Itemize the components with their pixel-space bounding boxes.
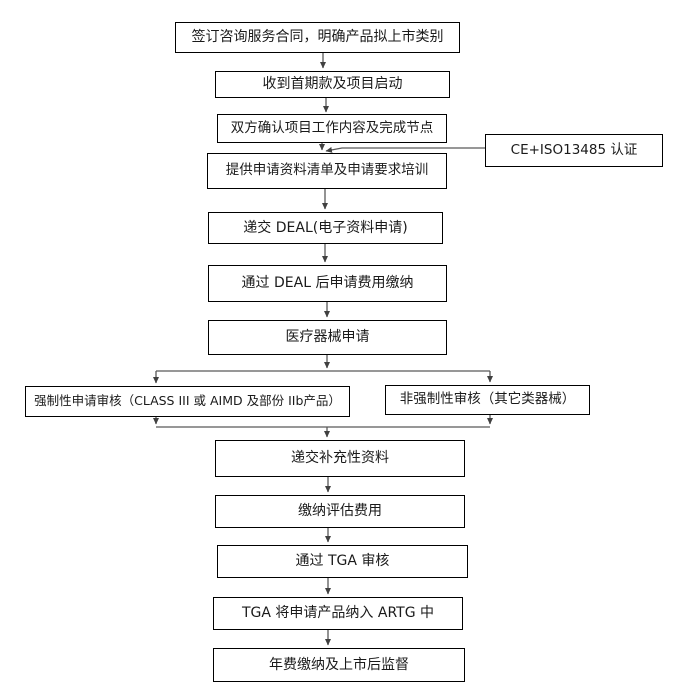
node-confirm-scope: 双方确认项目工作内容及完成节点 — [217, 114, 447, 143]
node-sign-contract: 签订咨询服务合同，明确产品拟上市类别 — [175, 22, 460, 53]
node-ce-iso-certification: CE+ISO13485 认证 — [485, 134, 663, 167]
node-tga-review: 通过 TGA 审核 — [217, 545, 468, 578]
node-deal-fee-payment: 通过 DEAL 后申请费用缴纳 — [208, 265, 447, 302]
node-non-mandatory-review: 非强制性审核（其它类器械） — [385, 385, 590, 415]
arrow-ce-to-training — [325, 146, 485, 153]
node-mandatory-review: 强制性申请审核（CLASS III 或 AIMD 及部份 IIb产品） — [25, 386, 350, 417]
node-artg-inclusion: TGA 将申请产品纳入 ARTG 中 — [213, 597, 463, 630]
node-supplementary-materials: 递交补充性资料 — [215, 440, 465, 477]
node-evaluation-fee: 缴纳评估费用 — [215, 495, 465, 528]
node-submit-deal: 递交 DEAL(电子资料申请) — [208, 212, 443, 244]
node-provide-training: 提供申请资料清单及申请要求培训 — [207, 153, 447, 189]
node-first-payment: 收到首期款及项目启动 — [215, 71, 450, 98]
node-device-application: 医疗器械申请 — [208, 320, 447, 355]
node-annual-fee: 年费缴纳及上市后监督 — [213, 648, 465, 682]
